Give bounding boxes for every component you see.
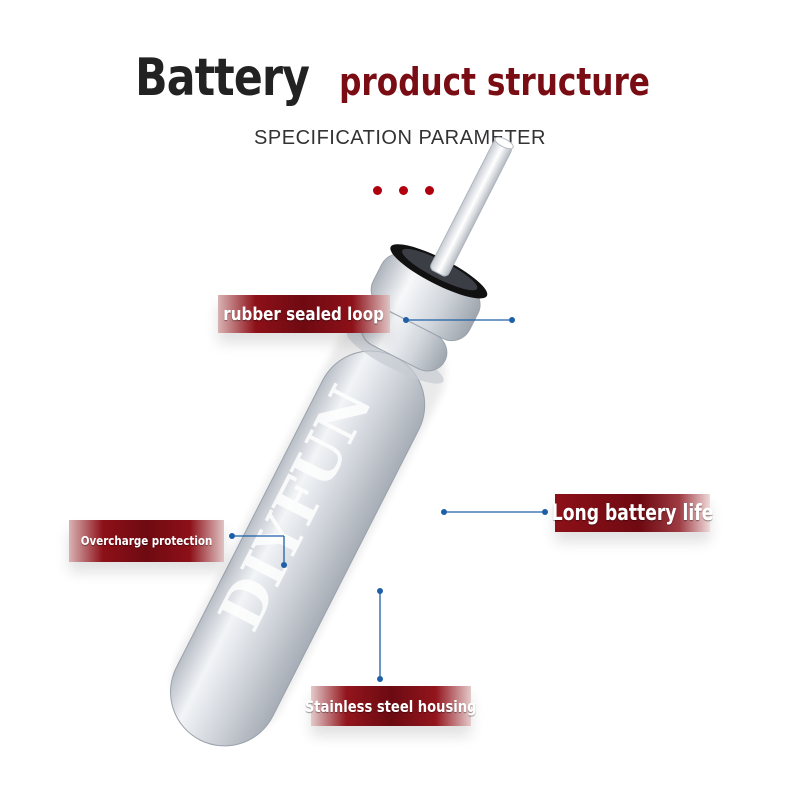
header-title: Battery product structure	[0, 48, 800, 108]
dot-icon	[425, 186, 434, 195]
title-sub: product structure	[338, 60, 650, 104]
callout-label: Long battery life	[551, 500, 714, 526]
callout-long-battery-life: Long battery life	[552, 494, 713, 532]
title-main: Battery	[135, 48, 310, 108]
dot-icon	[399, 186, 408, 195]
callout-label: rubber sealed loop	[223, 303, 385, 325]
subtitle: SPECIFICATION PARAMETER	[254, 127, 546, 149]
callout-stainless-steel-housing: Stainless steel housing	[305, 686, 477, 726]
connector-dots	[229, 317, 548, 682]
dot-icon	[373, 186, 382, 195]
decorative-dots	[373, 186, 434, 195]
callout-rubber-sealed-loop: rubber sealed loop	[218, 295, 390, 333]
connector-lines	[232, 319, 545, 679]
callout-label: Overcharge protection	[80, 534, 213, 548]
callout-label: Stainless steel housing	[305, 696, 477, 716]
callout-overcharge-protection: Overcharge protection	[69, 520, 224, 562]
